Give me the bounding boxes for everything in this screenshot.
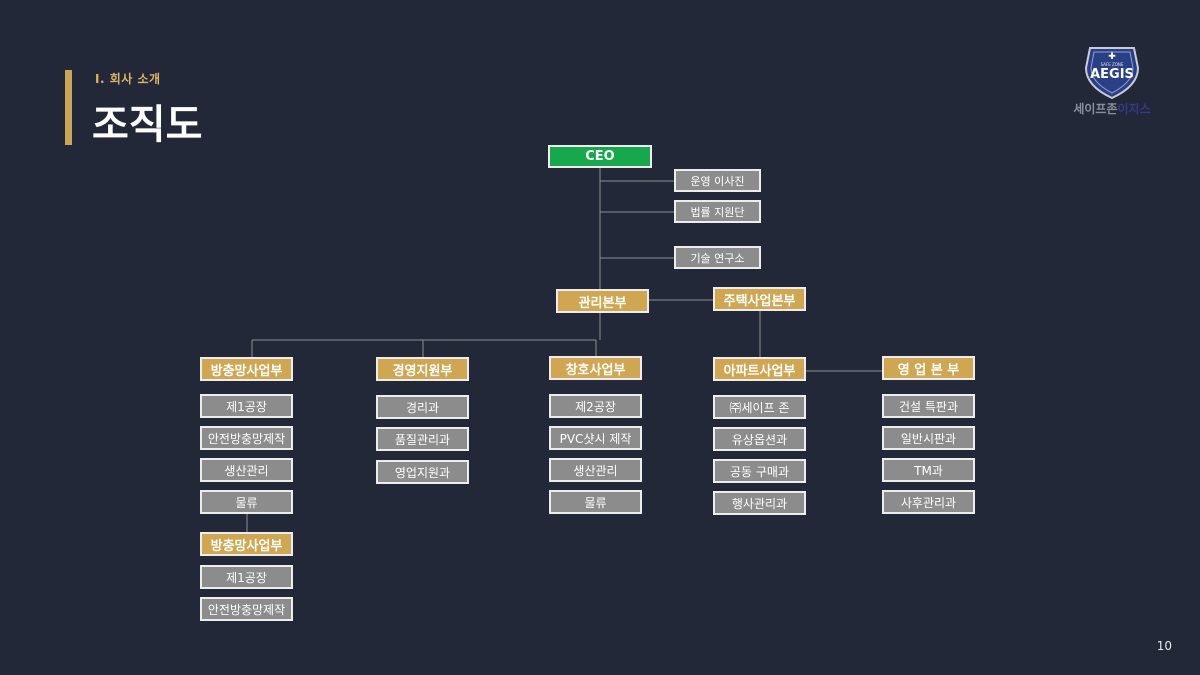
division-box: 아파트사업부 [713,357,806,381]
unit-box: 공동 구매과 [713,459,806,483]
unit-box: 경리과 [376,395,469,419]
unit-box: 안전방충망제작 [200,426,293,450]
unit-box: PVC샷시 제작 [549,426,642,450]
housing-hq-box: 주택사업본부 [713,287,806,311]
unit-box: 품질관리과 [376,427,469,451]
logo-badge-small: SAFE ZONE [1101,62,1124,67]
unit-box: 제1공장 [200,394,293,418]
unit-box: 유상옵션과 [713,427,806,451]
unit-box: 안전방충망제작 [200,597,293,621]
unit-box: 건설 특판과 [882,394,975,418]
unit-box: 제2공장 [549,394,642,418]
unit-box: 영업지원과 [376,460,469,484]
staff-box-tech-lab: 기술 연구소 [674,246,761,269]
ceo-box: CEO [548,145,652,168]
unit-box: ㈜세이프 존 [713,395,806,419]
unit-box: 생산관리 [200,458,293,482]
section-label: I. 회사 소개 [95,72,161,86]
page-title: 조직도 [92,102,203,148]
logo-badge-text: AEGIS [1090,67,1134,82]
page-number: 10 [1156,639,1172,653]
svg-text:✚: ✚ [1108,52,1116,62]
accent-bar [65,70,72,145]
logo-name: 세이프존이지스 [1062,100,1162,117]
division-box: 방충망사업부 [200,357,293,381]
unit-box: 물류 [200,490,293,514]
staff-box-operations: 운영 이사진 [674,169,761,192]
division-box: 경영지원부 [376,357,469,381]
unit-box: 생산관리 [549,458,642,482]
logo-name-part1: 세이프존 [1073,102,1118,116]
management-hq-box: 관리본부 [556,289,649,313]
unit-box: 물류 [549,490,642,514]
division-box: 방충망사업부 [200,532,293,556]
unit-box: 행사관리과 [713,491,806,515]
unit-box: 사후관리과 [882,490,975,514]
division-box: 영 업 본 부 [882,356,975,380]
logo-name-part2: 이지스 [1117,102,1151,116]
division-box: 창호사업부 [549,356,642,380]
unit-box: 일반시판과 [882,426,975,450]
unit-box: 제1공장 [200,565,293,589]
aegis-logo: ✚ SAFE ZONE AEGIS [1084,47,1140,100]
staff-box-legal: 법률 지원단 [674,200,761,223]
unit-box: TM과 [882,458,975,482]
